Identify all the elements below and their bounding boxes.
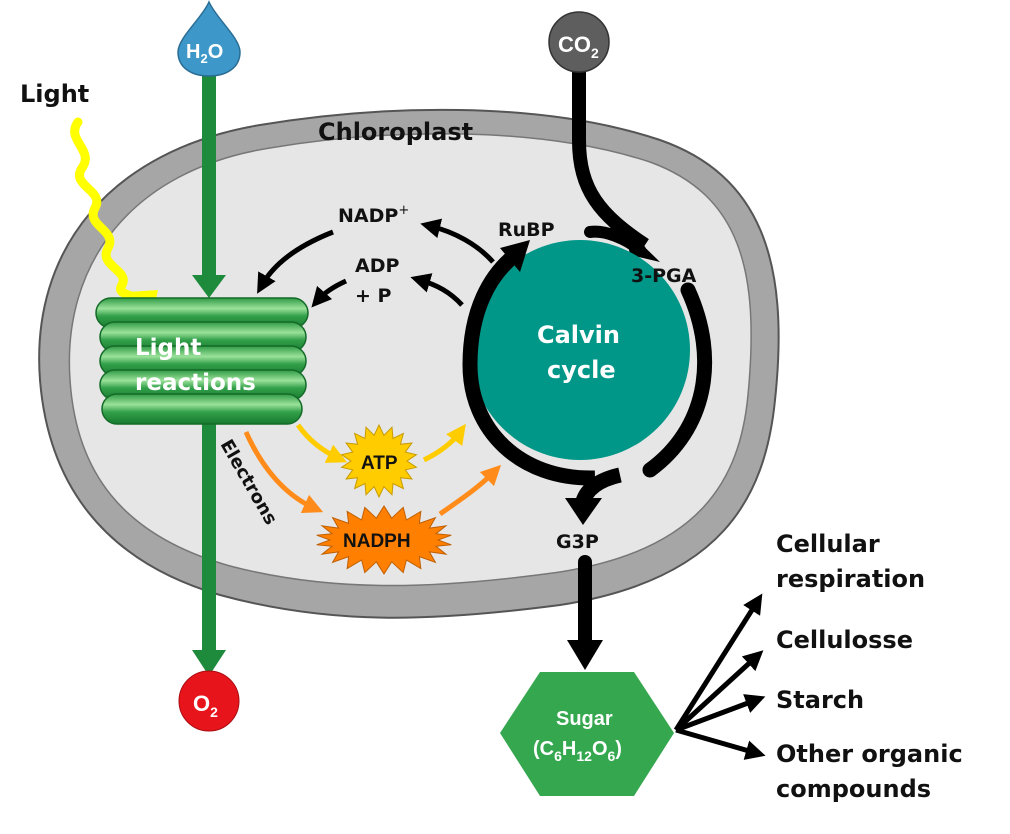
- sugar-fate-arrows: [673, 593, 766, 760]
- nadph-electron-arrows: [243, 430, 502, 517]
- oxygen-circle-icon: O2: [178, 670, 240, 732]
- atp-label: ATP: [361, 453, 398, 474]
- water-droplet-icon: H2O: [177, 0, 241, 77]
- chloroplast-label: Chloroplast: [318, 118, 473, 146]
- thylakoid-stack: [95, 297, 309, 425]
- oxygen-formula-sub: 2: [210, 704, 218, 720]
- adp-return-arrow: [311, 278, 348, 308]
- sugar-label: Sugar: [556, 708, 613, 730]
- svg-text:O2: O2: [193, 691, 218, 720]
- nadph-starburst-icon: [316, 505, 452, 575]
- svg-text:H2O: H2O: [186, 41, 223, 66]
- oxygen-formula-main: O: [193, 691, 210, 716]
- sugar-formula-hsub: 12: [576, 748, 592, 764]
- arrow-to-starch: [675, 694, 766, 733]
- sugar-formula-close: ): [615, 738, 622, 760]
- light-label: Light: [20, 80, 89, 108]
- co2-circle-icon: CO2: [548, 11, 610, 73]
- oxygen-flow-arrow: [192, 415, 226, 676]
- water-formula-main: H: [186, 41, 200, 63]
- water-flow-arrow: [192, 70, 226, 298]
- sugar-hexagon: Sugar (C6H12O6): [500, 672, 674, 796]
- fate-cellulose: Cellulosse: [776, 626, 913, 654]
- calvin-to-nadp-arrow: [420, 218, 495, 264]
- rubp-label: RuBP: [498, 219, 555, 241]
- fate-respiration-line1: Cellular: [776, 530, 880, 558]
- fate-starch: Starch: [776, 686, 864, 714]
- fate-other-line2: compounds: [776, 775, 931, 803]
- water-formula-sub: 2: [200, 51, 207, 66]
- g3p-to-sugar-arrow: [567, 555, 603, 670]
- fate-respiration-line2: respiration: [776, 565, 925, 593]
- sugar-formula-open: (C: [533, 738, 554, 760]
- co2-flow-arrow: [572, 70, 660, 262]
- arrow-to-respiration: [673, 593, 763, 732]
- water-formula-tail: O: [208, 41, 224, 63]
- nadp-label-main: NADP: [338, 205, 398, 227]
- nadp-label: NADP+: [338, 203, 409, 227]
- adp-label-2: + P: [355, 285, 392, 307]
- sugar-formula-osub: 6: [608, 748, 616, 764]
- nadph-label: NADPH: [343, 531, 411, 552]
- arrow-to-cellulose: [674, 650, 764, 732]
- sugar-formula-c: 6: [554, 748, 562, 764]
- calvin-to-adp-arrow: [410, 273, 464, 307]
- co2-formula-sub: 2: [591, 45, 599, 61]
- calvin-label-1: Calvin: [537, 321, 620, 349]
- adp-label-1: ADP: [355, 255, 399, 277]
- co2-formula-main: CO: [558, 32, 591, 57]
- atp-to-calvin-arrows: [295, 423, 466, 463]
- sugar-formula-o: O: [592, 738, 608, 760]
- light-reactions-label-1: Light: [135, 335, 201, 361]
- sugar-formula-h: H: [562, 738, 576, 760]
- nadp-return-arrow: [257, 229, 334, 294]
- light-reactions-label-2: reactions: [135, 370, 256, 396]
- atp-starburst-icon: [340, 423, 418, 499]
- calvin-cycle-ring: [462, 240, 713, 525]
- arrow-to-other-compounds: [675, 727, 766, 760]
- svg-text:CO2: CO2: [558, 32, 599, 61]
- g3p-label: G3P: [556, 531, 599, 553]
- calvin-label-2: cycle: [547, 356, 616, 384]
- nadp-label-sup: +: [398, 203, 409, 218]
- fate-other-line1: Other organic: [776, 740, 963, 768]
- pga-label: 3-PGA: [631, 265, 697, 287]
- sugar-formula: (C6H12O6): [533, 738, 622, 764]
